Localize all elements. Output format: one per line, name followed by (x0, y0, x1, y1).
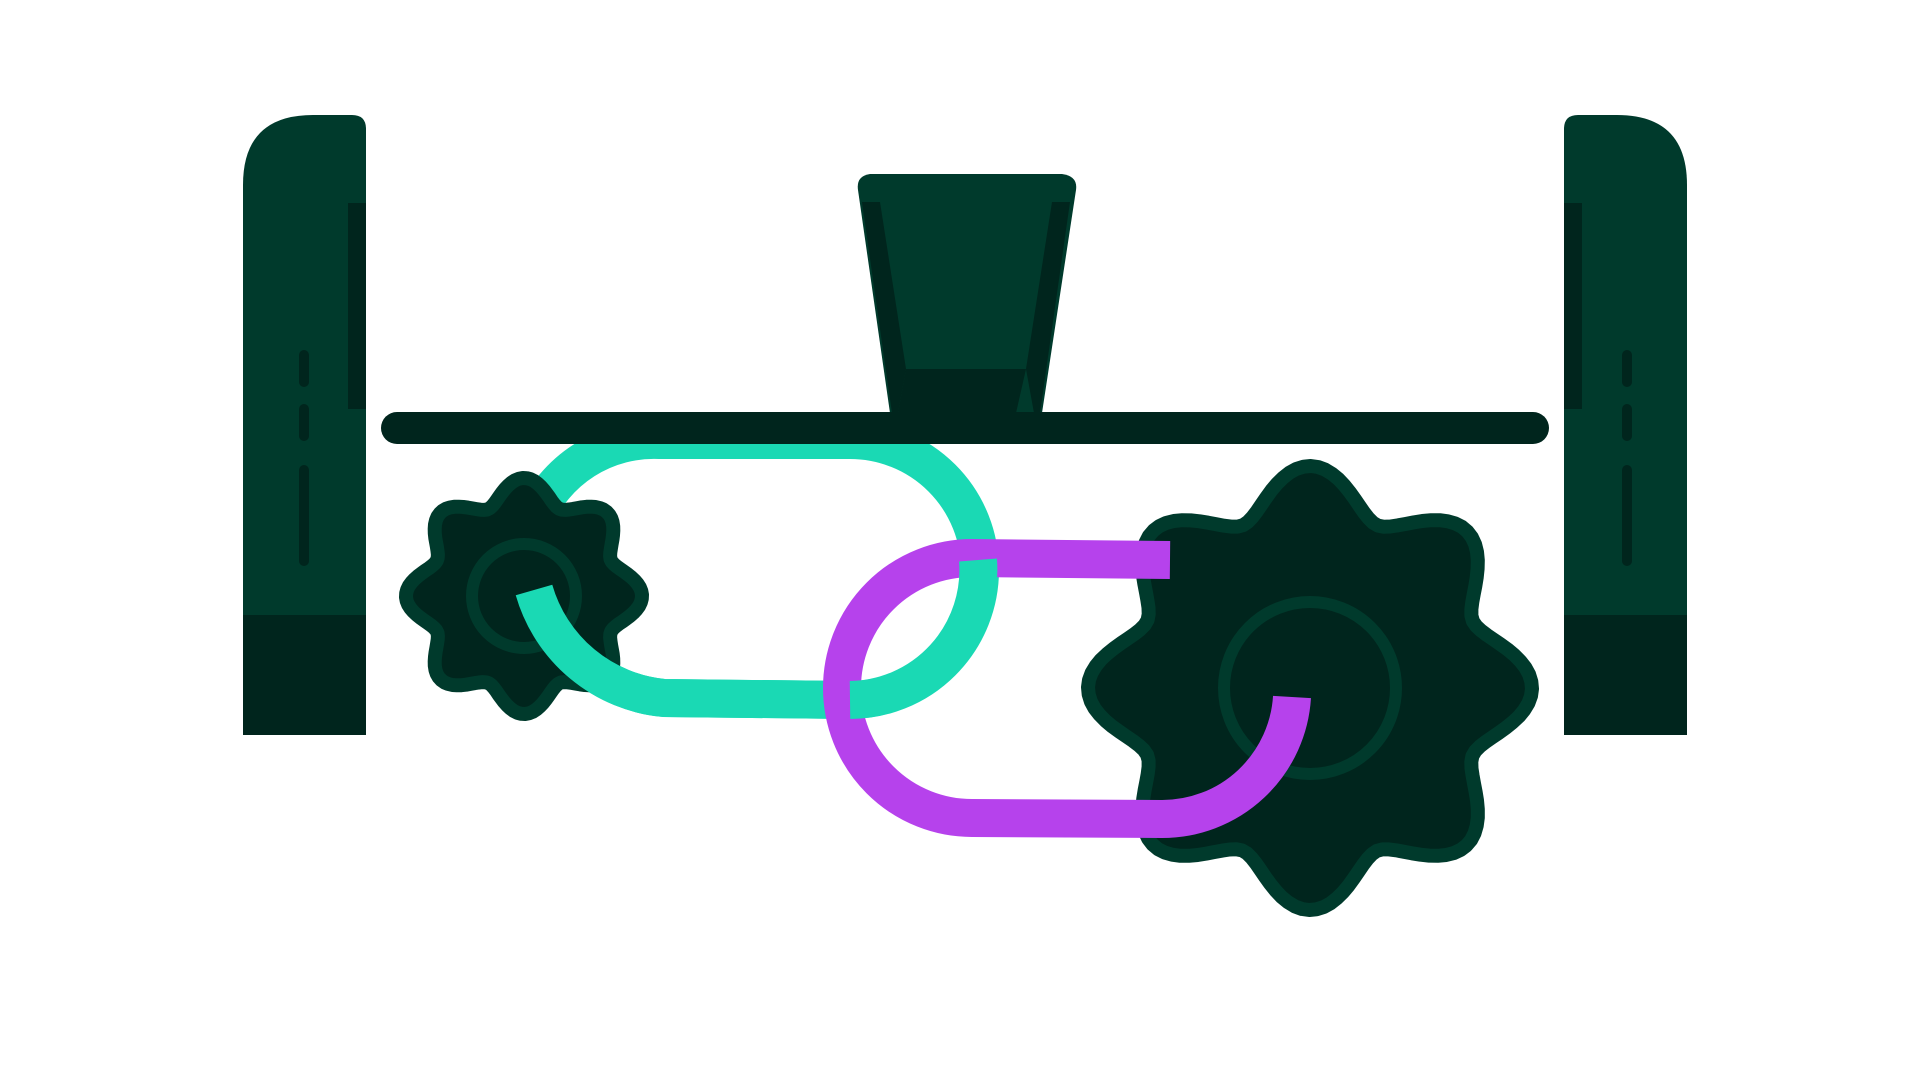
hopper-side-shadows (862, 202, 1070, 413)
right-pillar (1564, 115, 1687, 735)
large-gear-body (1081, 459, 1539, 917)
left-pillar-inner-slot (348, 203, 366, 409)
hopper-outlet (898, 369, 1026, 413)
large-gear (1081, 459, 1539, 917)
hopper-body (857, 174, 1077, 413)
hopper (857, 174, 1077, 413)
right-pillar-base (1564, 615, 1687, 735)
left-pillar (243, 115, 366, 735)
right-pillar-inner-slot (1564, 203, 1582, 409)
small-gear-hub-ring (466, 538, 582, 654)
large-gear-hub-ring (1218, 596, 1402, 780)
purple-chain-link (823, 538, 1311, 839)
left-pillar-base (243, 615, 366, 735)
teal-chain-link-front (515, 584, 851, 719)
teal-chain-link-interlock (849, 558, 998, 719)
